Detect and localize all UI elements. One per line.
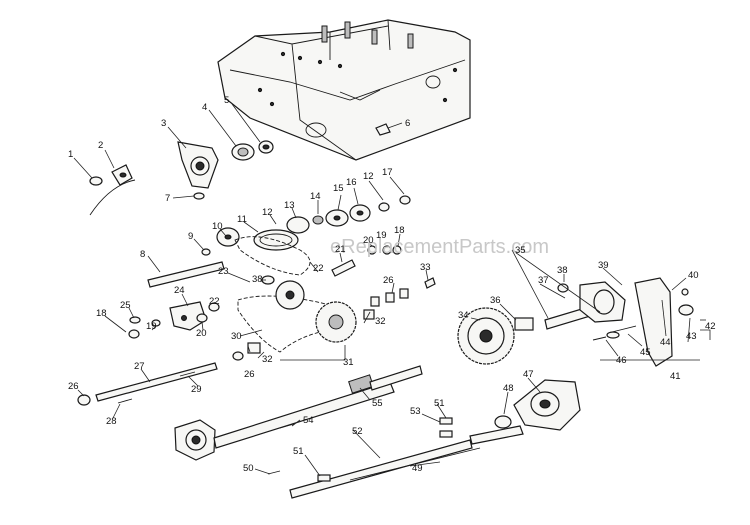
callout-51-right: 51 — [434, 398, 445, 409]
callout-31: 31 — [343, 357, 354, 368]
callout-42: 42 — [705, 321, 716, 332]
callout-26-left: 26 — [68, 381, 79, 392]
callout-18-lower: 18 — [96, 308, 107, 319]
callout-17: 17 — [382, 167, 393, 178]
callout-38-left: 38 — [252, 274, 263, 285]
callout-26-middle: 26 — [244, 369, 255, 380]
callout-12-upper: 12 — [262, 207, 273, 218]
idler-bracket-group — [128, 301, 220, 339]
callout-26-right: 26 — [383, 275, 394, 286]
callout-38-right: 38 — [557, 265, 568, 276]
callout-35: 35 — [515, 245, 526, 256]
callout-23: 23 — [218, 266, 229, 277]
callout-30: 30 — [231, 331, 242, 342]
callout-54: 54 — [303, 415, 314, 426]
callout-32-lower: 32 — [262, 354, 273, 365]
callout-15: 15 — [333, 183, 344, 194]
right-gear-shaft-group — [457, 277, 694, 367]
lower-left-axle — [77, 362, 218, 406]
callout-18-upper: 18 — [394, 225, 405, 236]
callout-48: 48 — [503, 383, 514, 394]
callout-22-upper: 22 — [313, 263, 324, 274]
callout-37: 37 — [538, 275, 549, 286]
callout-39: 39 — [598, 260, 609, 271]
callout-52: 52 — [352, 426, 363, 437]
callout-49: 49 — [412, 463, 423, 474]
callout-40: 40 — [688, 270, 699, 281]
callout-11: 11 — [237, 214, 247, 225]
callout-22-lower: 22 — [209, 296, 220, 307]
callout-5: 5 — [224, 95, 229, 106]
callout-44: 44 — [660, 337, 671, 348]
callout-13: 13 — [284, 200, 295, 211]
watermark-text: eReplacementParts.com — [330, 236, 549, 258]
callout-6: 6 — [405, 118, 410, 129]
callout-46: 46 — [616, 355, 627, 366]
upper-shaft-and-hardware — [147, 245, 436, 289]
callout-9: 9 — [188, 231, 193, 242]
callout-1: 1 — [68, 149, 73, 160]
callout-14: 14 — [310, 191, 321, 202]
callout-2: 2 — [98, 140, 103, 151]
callout-25: 25 — [120, 300, 131, 311]
callout-55: 55 — [372, 398, 383, 409]
callout-7: 7 — [165, 193, 170, 204]
upper-small-parts — [89, 123, 391, 216]
callout-21: 21 — [335, 244, 346, 255]
callout-3: 3 — [161, 118, 166, 129]
callout-10: 10 — [212, 221, 223, 232]
callout-51-left: 51 — [293, 446, 304, 457]
callout-32-right: 32 — [375, 316, 386, 327]
callout-labels: 1 2 3 4 5 6 7 8 9 10 11 12 13 14 15 16 1… — [68, 95, 716, 474]
callout-29: 29 — [191, 384, 202, 395]
leader-lines — [73, 103, 711, 477]
callout-34: 34 — [458, 310, 469, 321]
callout-20-lower: 20 — [196, 328, 207, 339]
callout-50: 50 — [243, 463, 254, 474]
callout-16: 16 — [346, 177, 357, 188]
callout-33: 33 — [420, 262, 431, 273]
frame-housing — [217, 19, 471, 161]
callout-41: 41 — [670, 371, 681, 382]
callout-19-upper: 19 — [376, 230, 387, 241]
callout-24: 24 — [174, 285, 185, 296]
callout-12-right: 12 — [363, 171, 374, 182]
callout-47: 47 — [523, 369, 534, 380]
callout-36: 36 — [490, 295, 501, 306]
drive-chains — [232, 236, 409, 361]
callout-4: 4 — [202, 102, 207, 113]
callout-45: 45 — [640, 347, 651, 358]
callout-43: 43 — [686, 331, 697, 342]
callout-8: 8 — [140, 249, 145, 260]
callout-27: 27 — [134, 361, 145, 372]
callout-19-lower: 19 — [146, 321, 157, 332]
lower-shafts — [174, 365, 581, 499]
callout-20-upper: 20 — [363, 235, 374, 246]
callout-28: 28 — [106, 416, 117, 427]
callout-53: 53 — [410, 406, 421, 417]
